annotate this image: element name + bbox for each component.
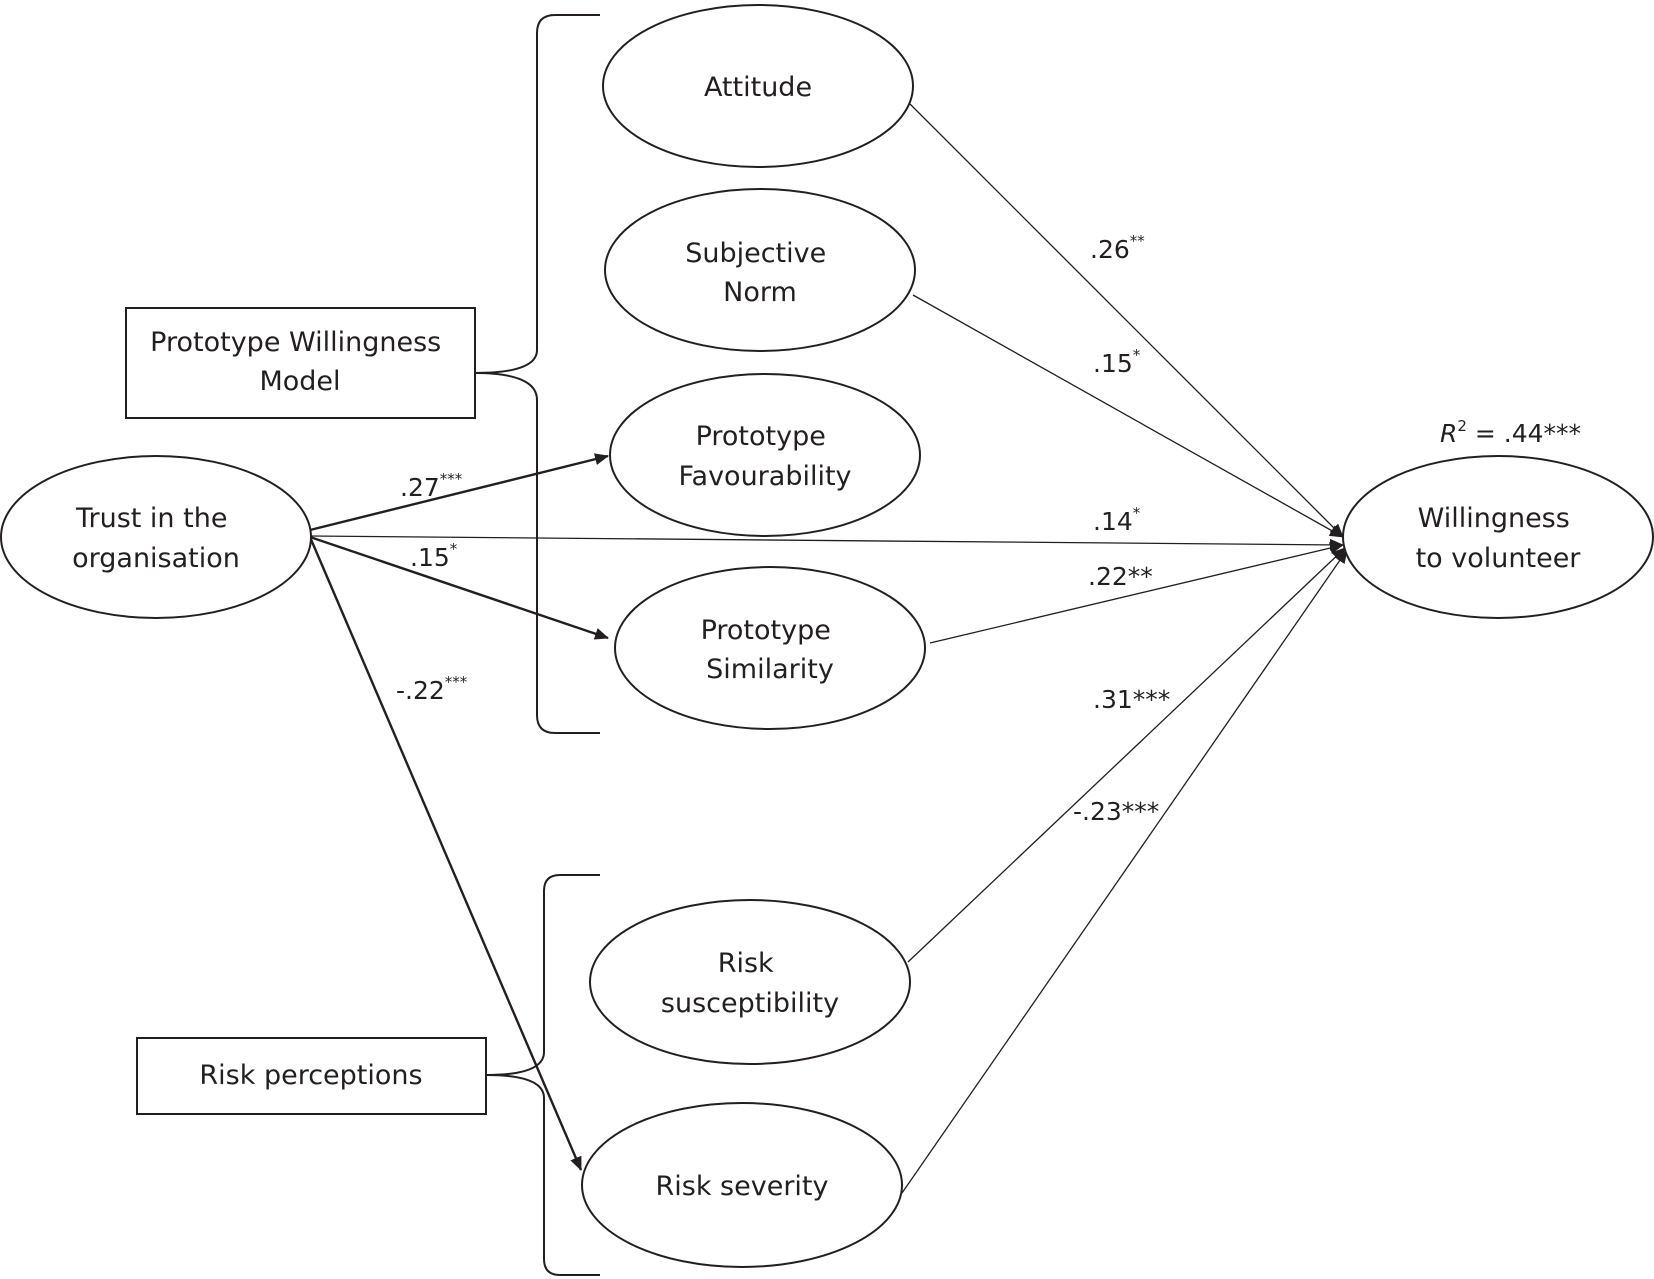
coef-value: .15: [410, 543, 450, 572]
svg-text:Risk severity: Risk severity: [656, 1171, 829, 1202]
prototype-favourability-label-line-1: Prototype: [696, 421, 826, 452]
coef-value: .22: [1088, 562, 1128, 591]
node-risk-severity: Risk severity: [581, 1102, 903, 1268]
coef-value: -.22: [396, 676, 445, 705]
coef-trust-similarity: .15*: [410, 540, 458, 572]
svg-text:Prototype Similarity: Prototype Similarity: [701, 615, 840, 685]
coef-value: .14: [1093, 507, 1133, 536]
coefficient-labels: .26** .15* .27*** .14* .15* .22** -.22**…: [396, 232, 1170, 826]
risk-bracket: [486, 874, 600, 1276]
edge-trust-willingness: [309, 535, 1344, 551]
risk-perceptions-label: Risk perceptions: [199, 1060, 422, 1091]
coef-value: -.23: [1073, 797, 1122, 826]
coef-value: .31: [1093, 685, 1133, 714]
svg-text:Attitude: Attitude: [704, 72, 812, 103]
coef-value: .27: [400, 473, 440, 502]
pwm-label-line-1: Prototype Willingness: [150, 327, 441, 358]
coef-significance: *: [1133, 504, 1141, 522]
coef-norm-willingness: .15*: [1093, 346, 1141, 378]
coef-trust-favourability: .27***: [400, 470, 463, 502]
svg-text:Risk perceptions: Risk perceptions: [199, 1060, 422, 1091]
prototype-similarity-label-line-2: Similarity: [706, 654, 834, 685]
edge-similarity-willingness: [929, 542, 1344, 644]
prototype-favourability-label-line-2: Favourability: [678, 461, 851, 492]
node-prototype-similarity: Prototype Similarity: [614, 566, 926, 730]
coef-susceptibility-willingness: .31***: [1093, 685, 1170, 714]
pwm-group-box: Prototype Willingness Model: [125, 307, 476, 419]
subjective-norm-label-line-2: Norm: [723, 277, 797, 308]
svg-text:Trust in the organisatio: Trust in the organisation: [72, 503, 240, 574]
coef-trust-severity: -.22***: [396, 673, 468, 705]
risk-perceptions-group-box: Risk perceptions: [136, 1037, 487, 1115]
node-prototype-favourability: Prototype Favourability: [609, 373, 921, 537]
coef-significance: **: [1128, 562, 1153, 591]
coef-significance: ***: [440, 470, 463, 488]
coef-value: .26: [1090, 235, 1130, 264]
edges: [308, 103, 1348, 1194]
coef-value: .15: [1093, 349, 1133, 378]
coef-trust-willingness: .14*: [1093, 504, 1141, 536]
willingness-label-line-1: Willingness: [1418, 503, 1570, 534]
node-subjective-norm: Subjective Norm: [604, 188, 916, 352]
coef-severity-willingness: -.23***: [1073, 797, 1159, 826]
prototype-similarity-label-line-1: Prototype: [701, 615, 831, 646]
pwm-bracket: [474, 14, 600, 734]
edge-attitude-willingness: [909, 103, 1344, 538]
edge-susceptibility-willingness: [907, 547, 1346, 963]
pwm-label-line-2: Model: [259, 366, 340, 397]
edge-severity-willingness: [901, 549, 1348, 1194]
coef-attitude-willingness: .26**: [1090, 232, 1145, 264]
edge-trust-similarity: [309, 535, 609, 640]
risk-severity-label: Risk severity: [656, 1171, 829, 1202]
svg-text:Willingness to volunteer: Willingness to volunteer: [1416, 503, 1582, 574]
r-squared-symbol: R: [1440, 419, 1457, 448]
r-squared-value: = .44***: [1467, 419, 1581, 448]
edge-norm-willingness: [912, 294, 1344, 538]
trust-label-line-1: Trust in the: [75, 503, 227, 534]
coef-significance: ***: [445, 673, 468, 691]
coef-significance: ***: [1122, 797, 1160, 826]
coef-significance: **: [1130, 232, 1146, 250]
edge-trust-severity: [308, 536, 583, 1171]
coef-significance: ***: [1133, 685, 1171, 714]
node-risk-susceptibility: Risk susceptibility: [589, 899, 911, 1065]
edge-trust-favourability: [309, 453, 609, 532]
svg-text:Risk susceptibility: Risk susceptibility: [661, 948, 839, 1019]
coef-significance: *: [1133, 346, 1141, 364]
willingness-label-line-2: to volunteer: [1416, 543, 1582, 574]
coef-similarity-willingness: .22**: [1088, 562, 1153, 591]
node-willingness: Willingness to volunteer: [1342, 455, 1654, 619]
risk-susceptibility-label-line-2: susceptibility: [661, 988, 839, 1019]
attitude-label: Attitude: [704, 72, 812, 103]
r-squared-exponent: 2: [1457, 417, 1467, 435]
node-trust: Trust in the organisation: [0, 455, 312, 619]
r-squared-label: R2 = .44***: [1440, 417, 1581, 448]
subjective-norm-label-line-1: Subjective: [685, 238, 826, 269]
svg-text:Subjective Norm: Subjective Norm: [685, 238, 835, 308]
svg-text:Prototype Favourability: Prototype Favourability: [678, 421, 851, 492]
coef-significance: *: [450, 540, 458, 558]
node-attitude: Attitude: [602, 4, 914, 168]
trust-label-line-2: organisation: [72, 543, 240, 574]
risk-susceptibility-label-line-1: Risk: [718, 948, 774, 979]
svg-text:Prototype Willingness Mo: Prototype Willingness Model: [150, 327, 450, 397]
